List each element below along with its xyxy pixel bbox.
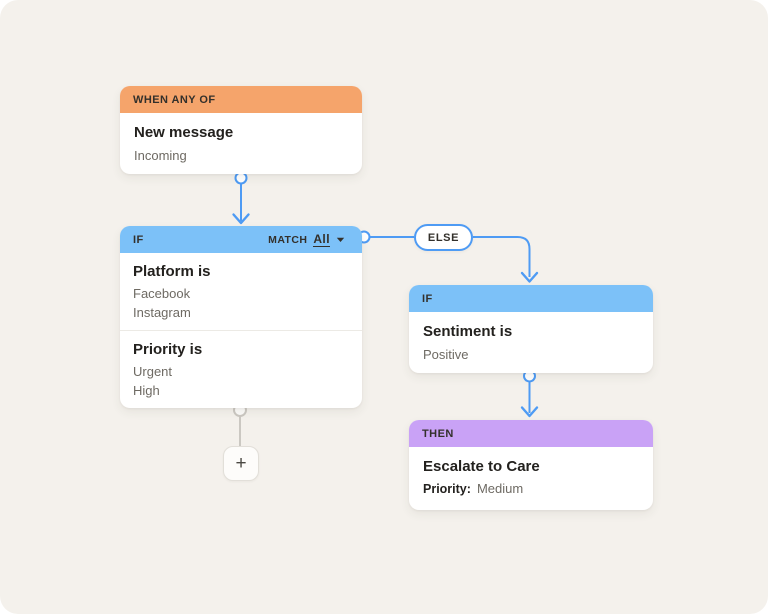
plus-icon: + xyxy=(235,453,247,474)
connector-sentiment-to-then xyxy=(520,369,539,418)
add-step-button[interactable]: + xyxy=(223,446,259,481)
then-field-label: Priority: xyxy=(423,482,471,496)
caret-down-icon xyxy=(336,237,345,242)
match-label: MATCH xyxy=(268,233,308,246)
trigger-header-label: WHEN ANY OF xyxy=(133,93,216,106)
condition-rule-title: Priority is xyxy=(133,341,203,358)
condition-node[interactable]: IF MATCH All Platform is Facebook Instag… xyxy=(120,226,362,408)
arrowhead-icon xyxy=(520,406,539,418)
condition-node-header: IF MATCH All xyxy=(120,226,362,253)
then-node-header: THEN xyxy=(409,420,653,447)
trigger-title: New message xyxy=(134,124,234,141)
condition-rule-item: High xyxy=(133,382,160,398)
condition-rule-item: Urgent xyxy=(133,364,173,379)
trigger-node-body: New message Incoming xyxy=(120,113,362,176)
sentiment-node-header: IF xyxy=(409,285,653,312)
condition-rule-title: Platform is xyxy=(133,263,211,280)
then-action-node[interactable]: THEN Escalate to Care Priority: Medium xyxy=(409,420,653,510)
connector-condition-to-else xyxy=(357,230,414,244)
else-badge-label: ELSE xyxy=(427,231,460,244)
condition-rule-item: Instagram xyxy=(133,304,191,320)
sentiment-condition-node[interactable]: IF Sentiment is Positive xyxy=(409,285,653,373)
arrowhead-icon xyxy=(232,213,250,225)
connector-trigger-to-condition xyxy=(232,171,250,225)
sentiment-title: Sentiment is xyxy=(423,323,513,340)
connector-else-to-sentiment xyxy=(473,236,539,283)
condition-section-priority: Priority is Urgent High xyxy=(120,330,362,408)
condition-header-label: IF xyxy=(133,233,144,246)
then-priority-field: Priority: Medium xyxy=(423,481,639,496)
connector-condition-to-add xyxy=(233,403,247,446)
match-dropdown[interactable]: MATCH All xyxy=(268,233,345,247)
trigger-subtitle: Incoming xyxy=(134,148,187,163)
condition-section-platform: Platform is Facebook Instagram xyxy=(120,253,362,330)
arrowhead-icon xyxy=(520,271,539,283)
then-header-label: THEN xyxy=(422,427,454,440)
sentiment-header-label: IF xyxy=(422,292,433,305)
sentiment-subtitle: Positive xyxy=(423,347,469,362)
else-badge[interactable]: ELSE xyxy=(414,224,473,251)
then-field-value: Medium xyxy=(476,481,524,496)
trigger-node[interactable]: WHEN ANY OF New message Incoming xyxy=(120,86,362,174)
match-value[interactable]: All xyxy=(313,231,330,247)
trigger-node-header: WHEN ANY OF xyxy=(120,86,362,113)
sentiment-node-body: Sentiment is Positive xyxy=(409,312,653,375)
then-title: Escalate to Care xyxy=(423,458,540,475)
then-node-body: Escalate to Care Priority: Medium xyxy=(409,447,653,508)
condition-rule-item: Facebook xyxy=(133,286,191,301)
